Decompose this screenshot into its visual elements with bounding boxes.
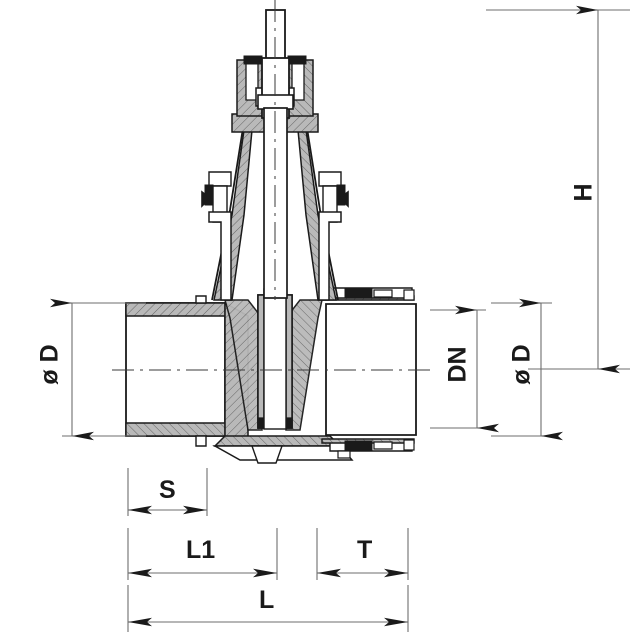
dimension-L: [127, 585, 409, 632]
dimension-oD-left: [50, 298, 146, 441]
dimension-oD-right: [491, 298, 563, 441]
dimension-DN: [430, 305, 499, 433]
dimension-label-T: T: [357, 536, 373, 564]
socket-joint-right: [321, 287, 417, 459]
gate-wedge: [257, 288, 293, 430]
dimension-label-H: H: [569, 183, 598, 202]
dimension-label-oD-left: ø D: [35, 344, 64, 385]
dimension-label-DN: DN: [443, 346, 472, 383]
dimension-S: [127, 468, 208, 516]
valve-assembly-geometry: [112, 0, 432, 464]
centerlines: [112, 0, 432, 371]
dimension-label-oD-right: ø D: [507, 344, 536, 385]
dimension-H: [486, 5, 630, 374]
dimension-label-S: S: [159, 476, 176, 504]
dimension-label-L1: L1: [186, 536, 216, 564]
gate-chamber: [212, 299, 354, 464]
bonnet-flange-bolts: [201, 171, 349, 301]
dimension-lines: [50, 5, 630, 632]
dimension-L1: [127, 528, 278, 580]
dimension-label-L: L: [259, 586, 275, 614]
valve-body: [125, 295, 226, 447]
dimension-T: [316, 528, 409, 580]
